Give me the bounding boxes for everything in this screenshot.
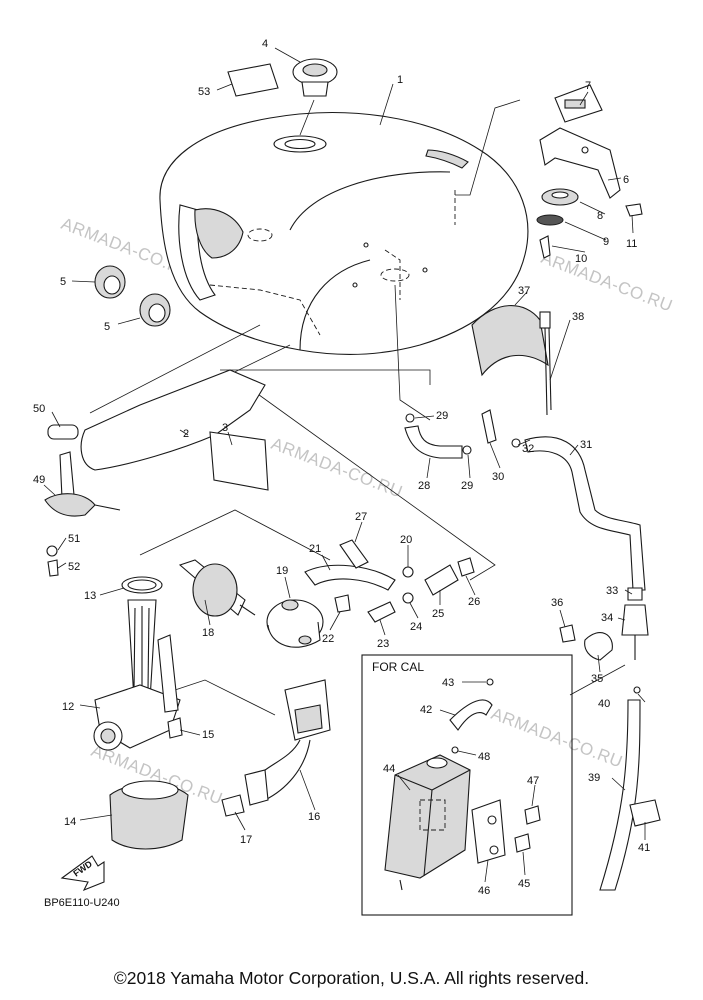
callout-21: 21 — [309, 543, 321, 555]
for-cal-box: FOR CAL — [361, 654, 573, 916]
callout-34: 34 — [601, 612, 613, 624]
callout-4: 4 — [262, 38, 268, 50]
callout-22: 22 — [322, 633, 334, 645]
callout-numbers: 1 2 3 4 5 5 6 7 8 9 10 11 12 13 14 15 16… — [33, 38, 650, 897]
callout-35: 35 — [591, 673, 603, 685]
cable-tie — [539, 311, 552, 416]
fuel-tank — [159, 112, 529, 355]
fuel-cap — [292, 58, 338, 136]
callout-27: 27 — [355, 511, 367, 523]
callout-6: 6 — [623, 174, 629, 186]
callout-15: 15 — [202, 729, 214, 741]
callout-39: 39 — [588, 772, 600, 784]
watermark: ARMADA-CO.RU — [489, 704, 626, 772]
tank-side-cover — [80, 369, 266, 471]
diagram-code: BP6E110-U240 — [44, 897, 120, 909]
callout-2: 2 — [183, 428, 189, 440]
callout-50: 50 — [33, 403, 45, 415]
callout-16: 16 — [308, 811, 320, 823]
callout-40: 40 — [598, 698, 610, 710]
callout-20: 20 — [400, 534, 412, 546]
callout-44: 44 — [383, 763, 395, 775]
callout-46: 46 — [478, 885, 490, 897]
leader-lines — [43, 47, 646, 883]
fuel-solenoid — [221, 679, 331, 817]
callout-1: 1 — [397, 74, 403, 86]
callout-29: 29 — [461, 480, 473, 492]
callout-41: 41 — [638, 842, 650, 854]
copyright-notice: ©2018 Yamaha Motor Corporation, U.S.A. A… — [113, 968, 590, 988]
watermark: ARMADA-CO.RU — [539, 248, 676, 316]
caution-label — [227, 63, 279, 97]
rear-bracket — [536, 84, 643, 259]
hose-holder — [471, 305, 549, 377]
callout-37: 37 — [518, 285, 530, 297]
callout-48: 48 — [478, 751, 490, 763]
callout-32: 32 — [522, 443, 534, 455]
callout-5: 5 — [104, 321, 110, 333]
callout-52: 52 — [68, 561, 80, 573]
callout-30: 30 — [492, 471, 504, 483]
fuel-hoses-lower — [304, 539, 475, 623]
callout-51: 51 — [68, 533, 80, 545]
callout-28: 28 — [418, 480, 430, 492]
callout-19: 19 — [276, 565, 288, 577]
cover-plate — [209, 431, 269, 491]
fuel-sender — [44, 424, 121, 577]
fuel-pump — [266, 599, 324, 648]
callout-11: 11 — [626, 238, 637, 250]
callout-8: 8 — [597, 210, 603, 222]
callout-45: 45 — [518, 878, 530, 890]
callout-10: 10 — [575, 253, 587, 265]
callout-12: 12 — [62, 701, 74, 713]
callout-18: 18 — [202, 627, 214, 639]
fuel-cock-assembly — [93, 576, 189, 850]
for-cal-label: FOR CAL — [372, 660, 424, 674]
callout-24: 24 — [410, 621, 422, 633]
callout-26: 26 — [468, 596, 480, 608]
fuel-filter — [178, 559, 256, 617]
callout-29: 29 — [436, 410, 448, 422]
callout-9: 9 — [603, 236, 609, 248]
callout-3: 3 — [222, 422, 228, 434]
callout-33: 33 — [606, 585, 618, 597]
callout-49: 49 — [33, 474, 45, 486]
callout-43: 43 — [442, 677, 454, 689]
callout-42: 42 — [420, 704, 432, 716]
callout-47: 47 — [527, 775, 539, 787]
watermark: ARMADA-CO.RU — [269, 434, 406, 502]
fwd-arrow: FWD — [60, 855, 105, 892]
breather-parts — [559, 587, 661, 891]
callout-7: 7 — [585, 80, 591, 92]
callout-36: 36 — [551, 597, 563, 609]
tank-grommets — [94, 265, 171, 327]
callout-31: 31 — [580, 439, 592, 451]
callout-23: 23 — [377, 638, 389, 650]
callout-13: 13 — [84, 590, 96, 602]
callout-5: 5 — [60, 276, 66, 288]
callout-53: 53 — [198, 86, 210, 98]
callout-38: 38 — [572, 311, 584, 323]
callout-17: 17 — [240, 834, 252, 846]
fuel-hoses-upper — [404, 409, 646, 591]
callout-25: 25 — [432, 608, 444, 620]
callout-14: 14 — [64, 816, 76, 828]
